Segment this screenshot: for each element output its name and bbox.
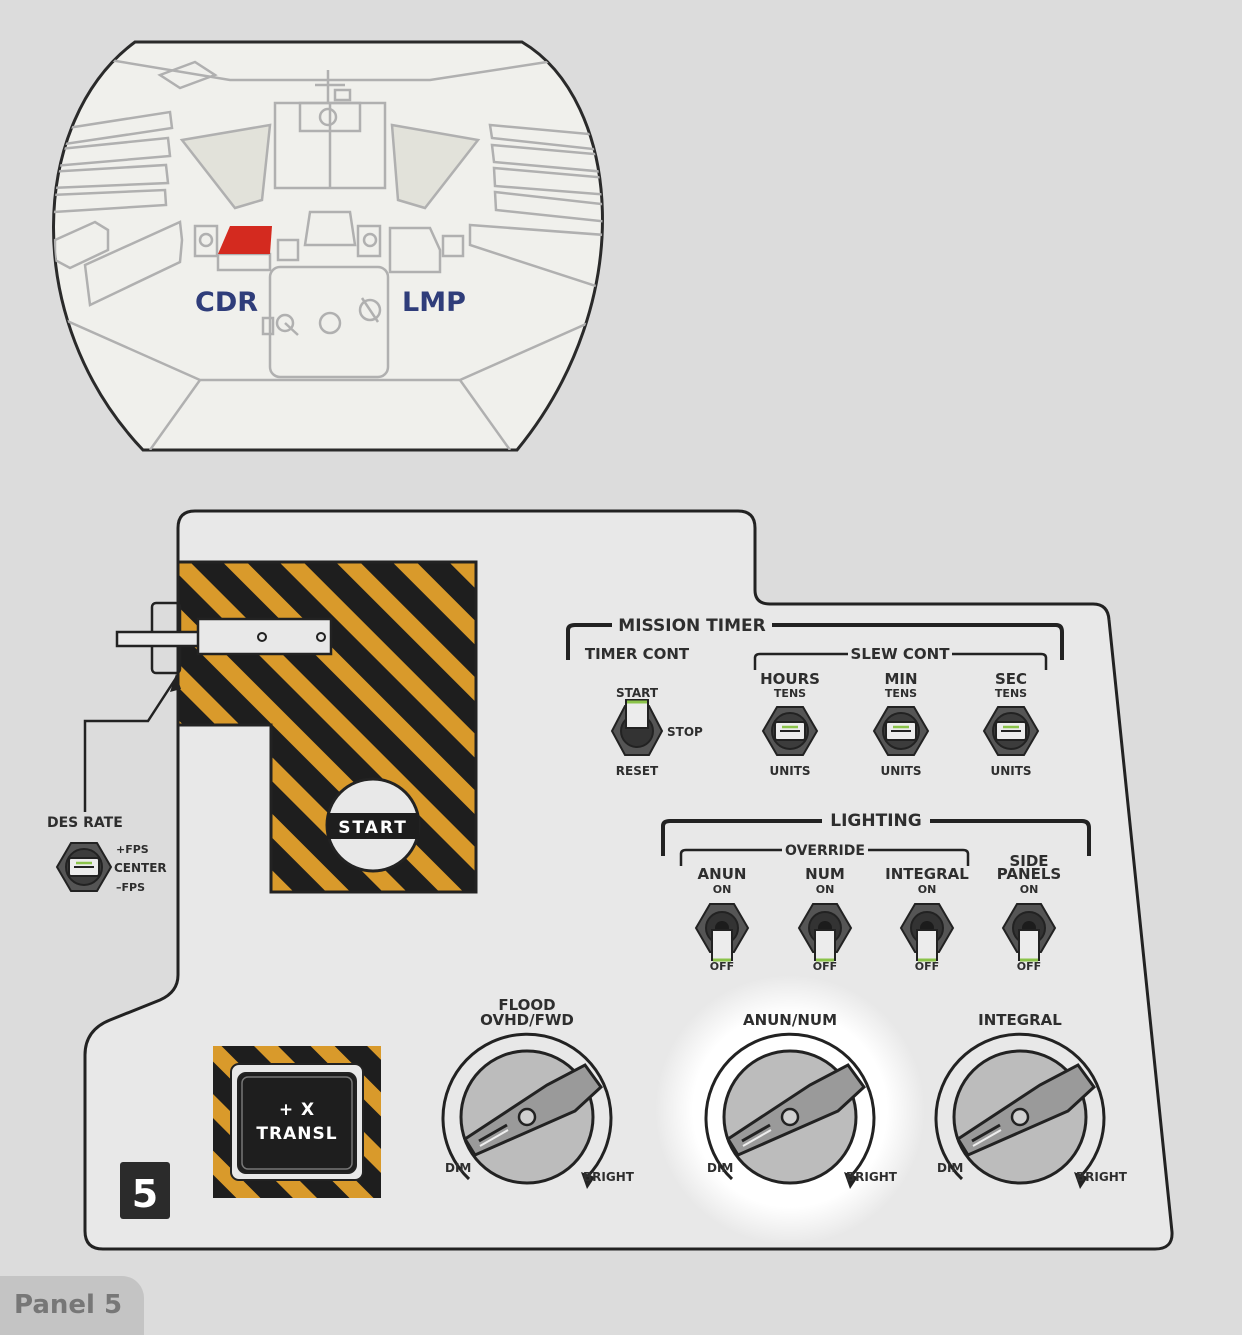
panel-5: START DES RATE +FPS CENTER –FPS MISSION … — [47, 509, 1174, 1251]
svg-text:ON: ON — [918, 883, 937, 896]
svg-text:UNITS: UNITS — [990, 764, 1031, 778]
svg-text:ON: ON — [816, 883, 835, 896]
panel-tab-label: Panel 5 — [14, 1290, 123, 1320]
svg-text:MIN: MIN — [884, 670, 917, 688]
cdr-label: CDR — [195, 287, 258, 318]
svg-text:ON: ON — [713, 883, 732, 896]
svg-text:HOURS: HOURS — [760, 670, 820, 688]
svg-text:OVHD/FWD: OVHD/FWD — [480, 1011, 574, 1029]
lighting-group: LIGHTING OVERRIDE ANUN ON OFF NUM ON OFF… — [661, 811, 1091, 973]
panel-number-badge: 5 — [120, 1162, 170, 1219]
svg-text:DIM: DIM — [707, 1161, 733, 1175]
mission-timer-group: MISSION TIMER TIMER CONT START STOP RESE… — [566, 616, 1064, 778]
mission-timer-title: MISSION TIMER — [618, 616, 765, 636]
svg-text:UNITS: UNITS — [880, 764, 921, 778]
svg-text:BRIGHT: BRIGHT — [583, 1170, 635, 1184]
svg-text:TENS: TENS — [995, 687, 1027, 700]
svg-text:RESET: RESET — [616, 764, 659, 778]
svg-text:INTEGRAL: INTEGRAL — [978, 1011, 1062, 1029]
svg-text:START: START — [616, 686, 659, 700]
lighting-title: LIGHTING — [830, 811, 921, 831]
svg-text:STOP: STOP — [667, 725, 703, 739]
svg-text:SIDE: SIDE — [1009, 852, 1048, 870]
svg-text:DIM: DIM — [937, 1161, 963, 1175]
svg-text:PANELS: PANELS — [997, 865, 1061, 883]
des-rate-switch[interactable] — [55, 841, 113, 893]
svg-text:ANUN/NUM: ANUN/NUM — [743, 1011, 837, 1029]
svg-text:SEC: SEC — [995, 670, 1027, 688]
svg-text:BRIGHT: BRIGHT — [846, 1170, 898, 1184]
latch-handle[interactable] — [115, 630, 203, 648]
svg-text:TENS: TENS — [885, 687, 917, 700]
svg-text:NUM: NUM — [805, 865, 845, 883]
svg-text:OFF: OFF — [915, 960, 939, 973]
svg-text:TRANSL: TRANSL — [256, 1124, 337, 1144]
des-rate-title: DES RATE — [47, 815, 123, 831]
latch-bar[interactable] — [196, 617, 333, 656]
svg-text:FLOOD: FLOOD — [498, 996, 555, 1014]
svg-text:–FPS: –FPS — [116, 881, 145, 894]
svg-text:CENTER: CENTER — [114, 861, 167, 875]
panel-tab[interactable]: Panel 5 — [0, 1276, 144, 1335]
start-button[interactable]: START — [325, 777, 421, 873]
des-rate-group: DES RATE +FPS CENTER –FPS — [47, 674, 181, 894]
svg-text:OFF: OFF — [710, 960, 734, 973]
svg-text:DIM: DIM — [445, 1161, 471, 1175]
flood-knob-group: FLOOD OVHD/FWD DIM BRIGHT — [441, 996, 635, 1191]
svg-text:UNITS: UNITS — [769, 764, 810, 778]
svg-text:BRIGHT: BRIGHT — [1076, 1170, 1128, 1184]
svg-text:TENS: TENS — [774, 687, 806, 700]
svg-text:OFF: OFF — [813, 960, 837, 973]
override-title: OVERRIDE — [785, 843, 865, 859]
svg-text:ON: ON — [1020, 883, 1039, 896]
svg-text:OFF: OFF — [1017, 960, 1041, 973]
start-button-label: START — [338, 818, 408, 838]
svg-text:ANUN: ANUN — [698, 865, 747, 883]
svg-text:INTEGRAL: INTEGRAL — [885, 865, 969, 883]
cabin-view: CDR LMP — [52, 40, 604, 452]
panel-5-location-marker — [218, 226, 272, 254]
svg-text:5: 5 — [132, 1172, 158, 1216]
timer-cont-title: TIMER CONT — [585, 645, 690, 663]
x-transl-button-group: + X TRANSL — [213, 1046, 381, 1198]
integral-knob-group: INTEGRAL DIM BRIGHT — [934, 1011, 1128, 1191]
svg-text:+FPS: +FPS — [116, 843, 149, 856]
anun-num-knob-group: ANUN/NUM DIM BRIGHT — [704, 1011, 898, 1191]
lmp-label: LMP — [402, 287, 466, 318]
timer-cont-switch[interactable] — [610, 699, 664, 756]
slew-cont-title: SLEW CONT — [851, 645, 951, 663]
x-transl-button[interactable]: + X TRANSL — [237, 1072, 357, 1174]
svg-text:+ X: + X — [279, 1100, 315, 1120]
